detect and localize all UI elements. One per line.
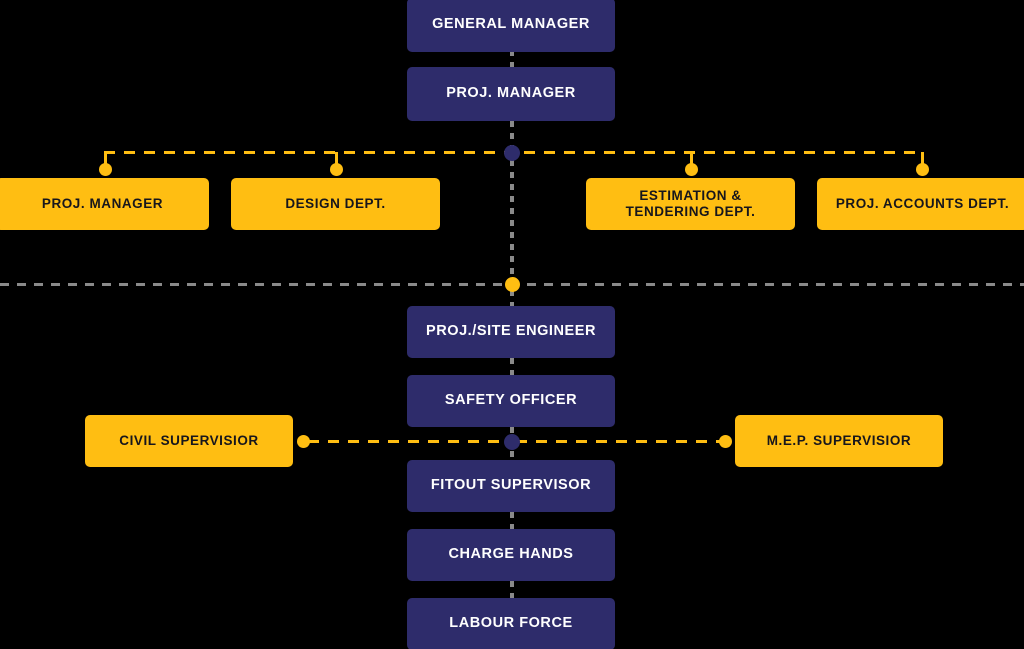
node-label: FITOUT SUPERVISOR (430, 477, 592, 494)
node-label: LABOUR FORCE (449, 615, 573, 632)
stub-estimation-tendering (690, 152, 693, 166)
node-label: PROJ./SITE ENGINEER (426, 323, 596, 340)
connector-dot-proj-manager (99, 163, 112, 176)
connector-fitout-to-charge-hands (510, 512, 514, 529)
node-label: PROJ. MANAGER (41, 196, 164, 212)
node-label: ESTIMATION & TENDERING DEPT. (625, 188, 756, 219)
node-proj-manager-top[interactable]: PROJ. MANAGER (407, 67, 615, 121)
node-label: SAFETY OFFICER (444, 392, 578, 409)
junction-dot-divider (505, 277, 520, 292)
connector-pm-to-gold-bus (510, 121, 514, 152)
node-label: PROJ. ACCOUNTS DEPT. (835, 196, 1010, 212)
connector-dot-proj-accounts-dept (916, 163, 929, 176)
node-charge-hands[interactable]: CHARGE HANDS (407, 529, 615, 581)
node-fitout-supervisor[interactable]: FITOUT SUPERVISOR (407, 460, 615, 512)
node-estimation-tendering-dept[interactable]: ESTIMATION & TENDERING DEPT. (586, 178, 795, 230)
stub-proj-manager (104, 152, 107, 166)
supervisor-bus-left (308, 440, 508, 443)
node-labour-force[interactable]: LABOUR FORCE (407, 598, 615, 649)
junction-dot-center-top (504, 145, 520, 161)
node-general-manager[interactable]: GENERAL MANAGER (407, 0, 615, 52)
junction-dot-center-supervisor (504, 434, 520, 450)
connector-dot-design-dept (330, 163, 343, 176)
supervisor-bus-right (516, 440, 726, 443)
node-label: CIVIL SUPERVISIOR (119, 433, 259, 449)
node-label: CHARGE HANDS (448, 546, 574, 563)
stub-proj-accounts-dept (921, 152, 924, 166)
node-proj-site-engineer[interactable]: PROJ./SITE ENGINEER (407, 306, 615, 358)
connector-divider-to-site-engineer (510, 290, 514, 308)
node-proj-accounts-dept[interactable]: PROJ. ACCOUNTS DEPT. (817, 178, 1024, 230)
node-design-dept[interactable]: DESIGN DEPT. (231, 178, 440, 230)
node-proj-manager[interactable]: PROJ. MANAGER (0, 178, 209, 230)
node-label: DESIGN DEPT. (285, 196, 386, 212)
node-safety-officer[interactable]: SAFETY OFFICER (407, 375, 615, 427)
node-mep-supervisior[interactable]: M.E.P. SUPERVISIOR (735, 415, 943, 467)
connector-gm-to-pm (510, 50, 514, 68)
node-label: GENERAL MANAGER (432, 16, 590, 33)
connector-dot-mep-supervisior (719, 435, 732, 448)
stub-design-dept (335, 152, 338, 166)
connector-dot-civil-supervisior (297, 435, 310, 448)
connector-bus-to-divider (510, 160, 514, 284)
connector-dot-estimation-tendering (685, 163, 698, 176)
connector-charge-hands-to-labour-force (510, 581, 514, 598)
node-label: M.E.P. SUPERVISIOR (766, 433, 912, 449)
node-label: PROJ. MANAGER (446, 85, 576, 102)
connector-site-engineer-to-safety (510, 358, 514, 375)
node-civil-supervisior[interactable]: CIVIL SUPERVISIOR (85, 415, 293, 467)
